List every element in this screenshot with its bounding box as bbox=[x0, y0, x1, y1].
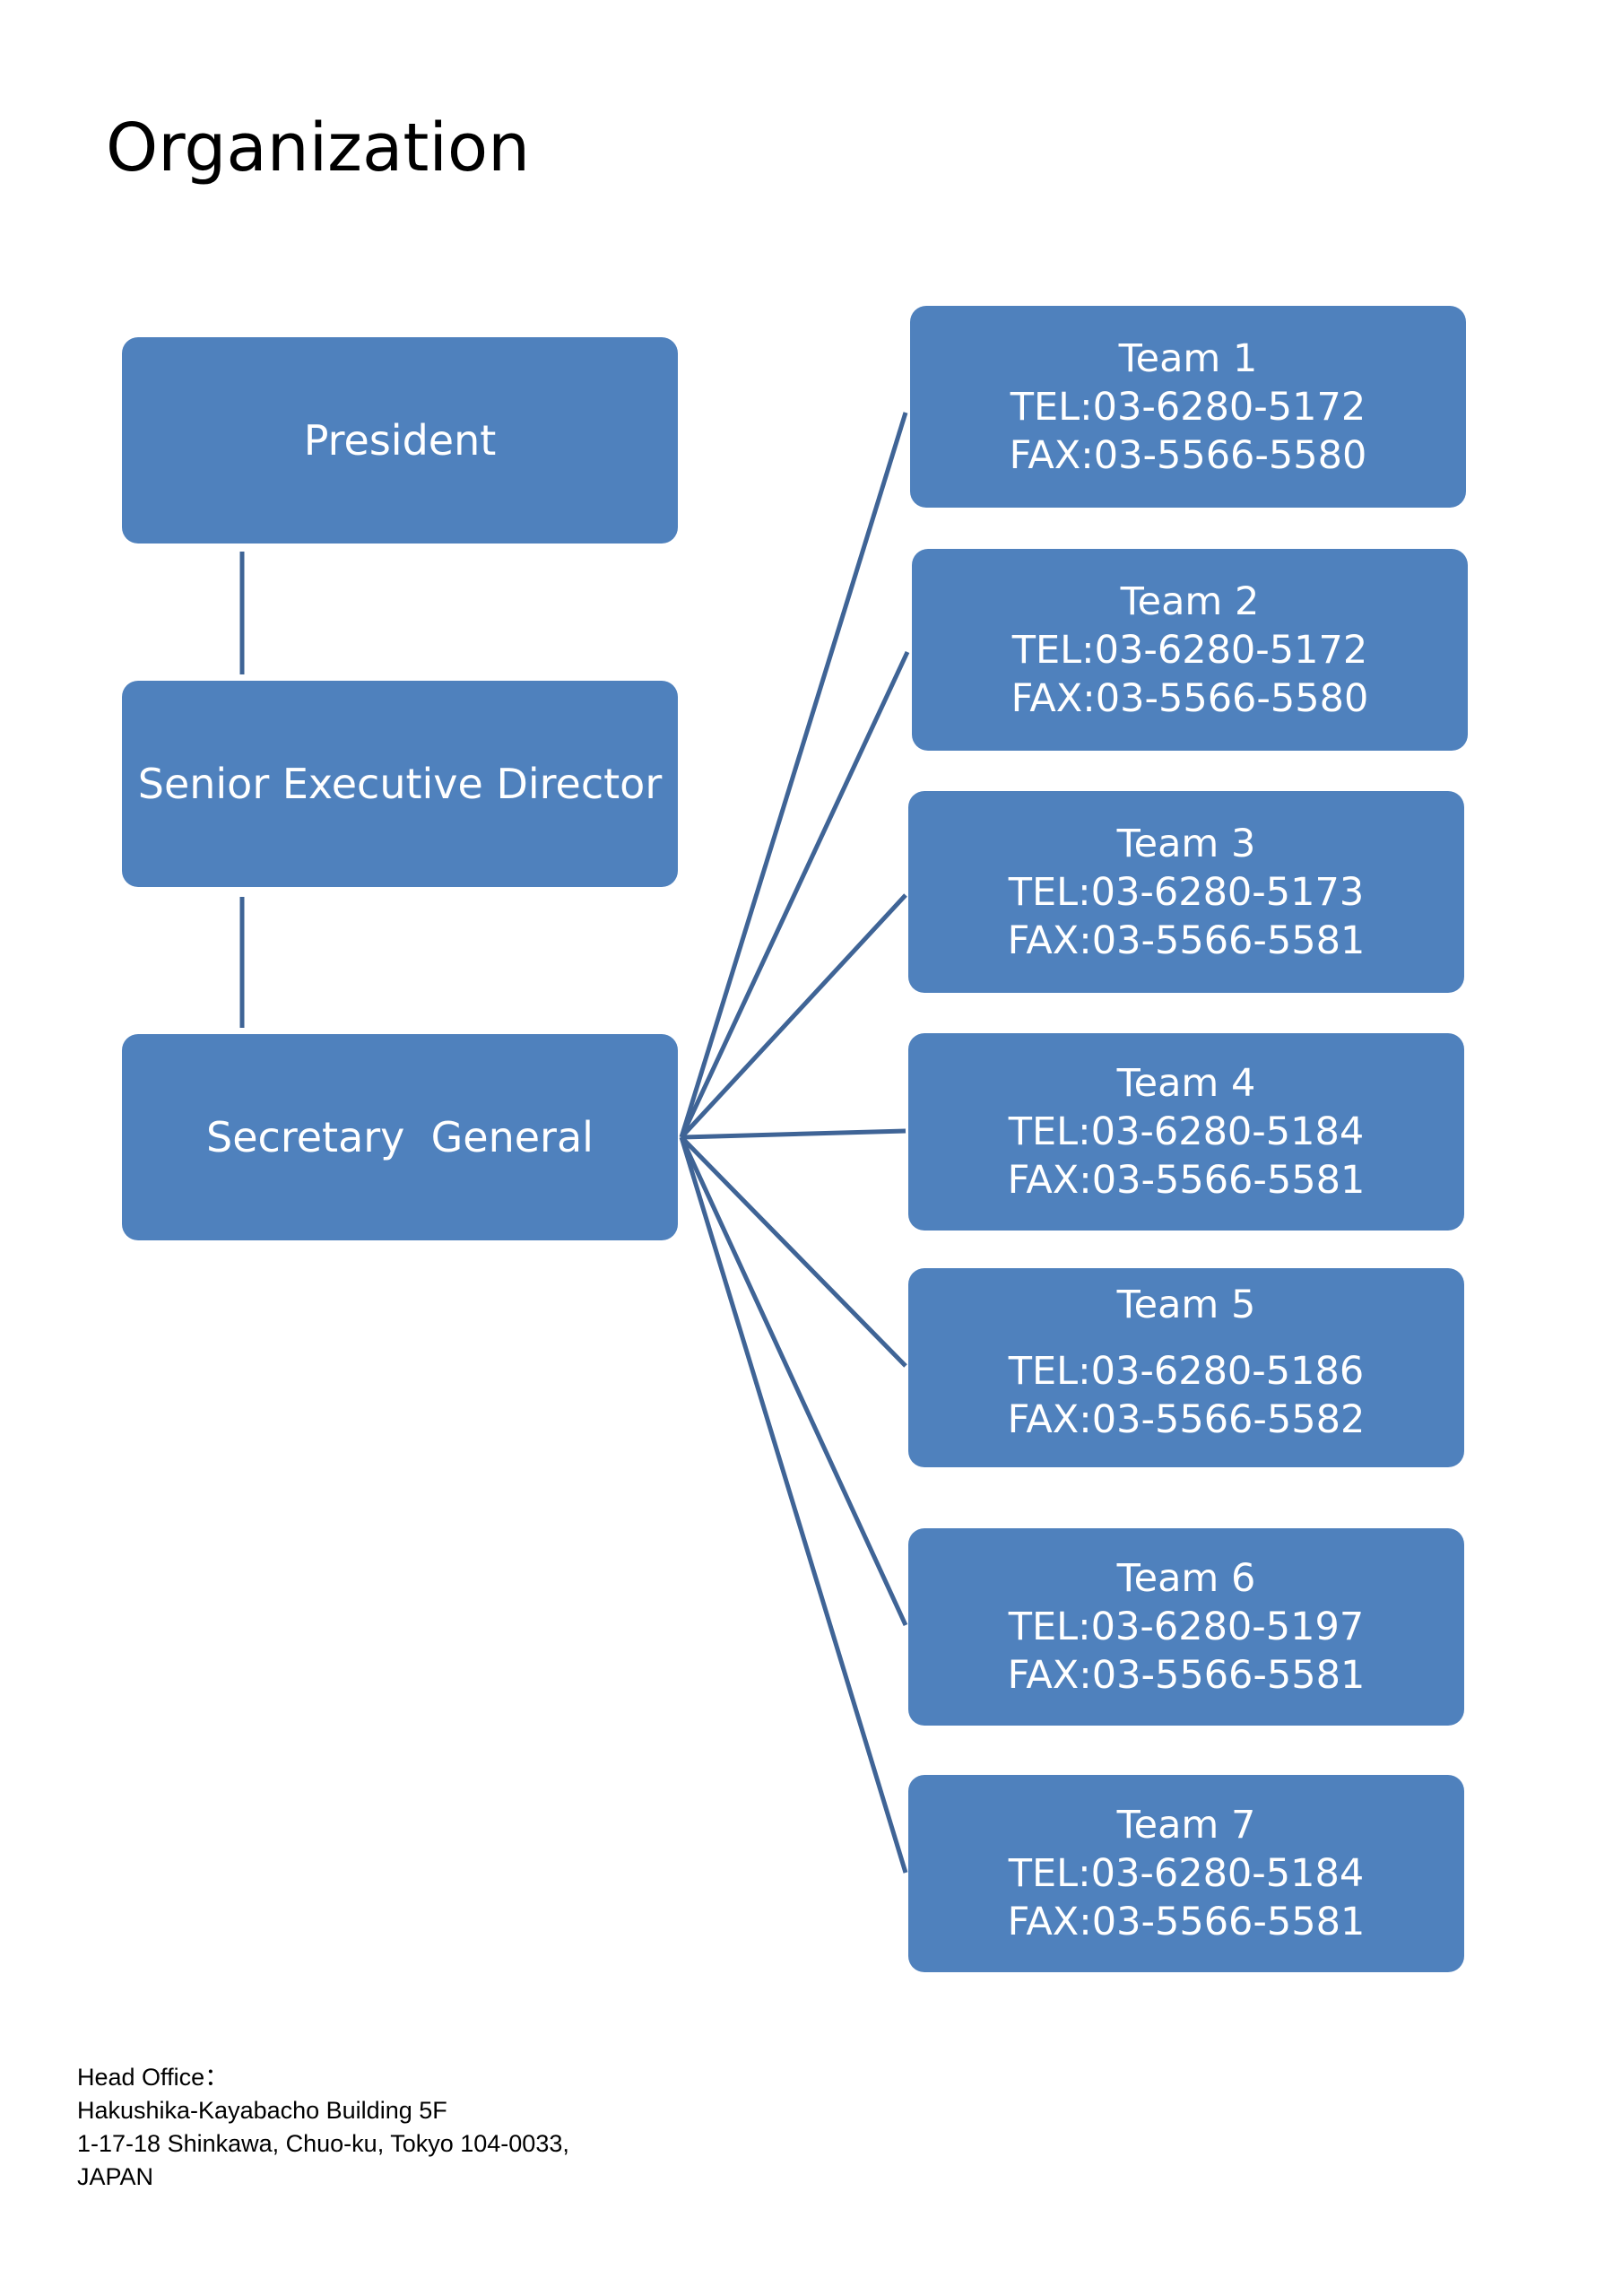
footer-country: JAPAN bbox=[77, 2163, 154, 2190]
secretary-general-label: Secretary General bbox=[206, 1113, 594, 1161]
connector-to-team-7 bbox=[679, 1136, 908, 1874]
senior-executive-director-label: Senior Executive Director bbox=[137, 760, 663, 808]
team-1-box: Team 1 TEL:03-6280-5172 FAX:03-5566-5580 bbox=[910, 306, 1466, 508]
team-7-tel: TEL:03-6280-5184 bbox=[1008, 1851, 1365, 1896]
team-7-fax: FAX:03-5566-5581 bbox=[1007, 1900, 1366, 1944]
team-2-name: Team 2 bbox=[1120, 578, 1260, 624]
team-1-name: Team 1 bbox=[1118, 335, 1258, 381]
president-label: President bbox=[303, 416, 497, 465]
footer-address: 1-17-18 Shinkawa, Chuo-ku, Tokyo 104-003… bbox=[77, 2130, 569, 2157]
team-3-tel: TEL:03-6280-5173 bbox=[1008, 869, 1365, 915]
connector-to-team-1 bbox=[679, 412, 908, 1138]
team-4-name: Team 4 bbox=[1116, 1061, 1256, 1106]
team-2-box: Team 2 TEL:03-6280-5172 FAX:03-5566-5580 bbox=[912, 549, 1468, 751]
team-5-tel: TEL:03-6280-5186 bbox=[1008, 1349, 1365, 1394]
page-title: Organization bbox=[106, 109, 531, 187]
team-4-fax: FAX:03-5566-5581 bbox=[1007, 1158, 1366, 1203]
secretary-general-box: Secretary General bbox=[122, 1034, 678, 1240]
footer-building: Hakushika-Kayabacho Building 5F bbox=[77, 2097, 447, 2124]
team-6-tel: TEL:03-6280-5197 bbox=[1008, 1605, 1365, 1649]
team-3-name: Team 3 bbox=[1116, 821, 1256, 866]
connector-to-team-4 bbox=[681, 1128, 906, 1140]
connector-to-team-6 bbox=[679, 1135, 908, 1627]
team-5-name: Team 5 bbox=[1116, 1283, 1256, 1327]
team-7-box: Team 7 TEL:03-6280-5184 FAX:03-5566-5581 bbox=[908, 1775, 1464, 1972]
team-6-name: Team 6 bbox=[1116, 1556, 1256, 1601]
head-office-address: Head Office： Hakushika-Kayabacho Buildin… bbox=[77, 2061, 569, 2194]
team-1-fax: FAX:03-5566-5580 bbox=[1009, 432, 1367, 478]
team-4-box: Team 4 TEL:03-6280-5184 FAX:03-5566-5581 bbox=[908, 1033, 1464, 1231]
team-5-fax: FAX:03-5566-5582 bbox=[1007, 1397, 1366, 1442]
president-box: President bbox=[122, 337, 678, 544]
team-3-fax: FAX:03-5566-5581 bbox=[1007, 918, 1366, 963]
connector-to-team-3 bbox=[680, 893, 907, 1139]
team-5-box: Team 5 TEL:03-6280-5186 FAX:03-5566-5582 bbox=[908, 1268, 1464, 1467]
footer-heading: Head Office： bbox=[77, 2064, 230, 2091]
senior-executive-director-box: Senior Executive Director bbox=[122, 681, 678, 887]
team-1-tel: TEL:03-6280-5172 bbox=[1010, 384, 1366, 430]
team-3-box: Team 3 TEL:03-6280-5173 FAX:03-5566-5581 bbox=[908, 791, 1464, 993]
team-6-box: Team 6 TEL:03-6280-5197 FAX:03-5566-5581 bbox=[908, 1528, 1464, 1726]
team-6-fax: FAX:03-5566-5581 bbox=[1007, 1653, 1366, 1698]
connector-to-team-5 bbox=[680, 1135, 907, 1368]
team-4-tel: TEL:03-6280-5184 bbox=[1008, 1109, 1365, 1154]
team-2-tel: TEL:03-6280-5172 bbox=[1011, 627, 1368, 673]
team-7-name: Team 7 bbox=[1116, 1803, 1256, 1848]
team-2-fax: FAX:03-5566-5580 bbox=[1010, 675, 1369, 721]
connector-to-team-2 bbox=[679, 650, 910, 1139]
